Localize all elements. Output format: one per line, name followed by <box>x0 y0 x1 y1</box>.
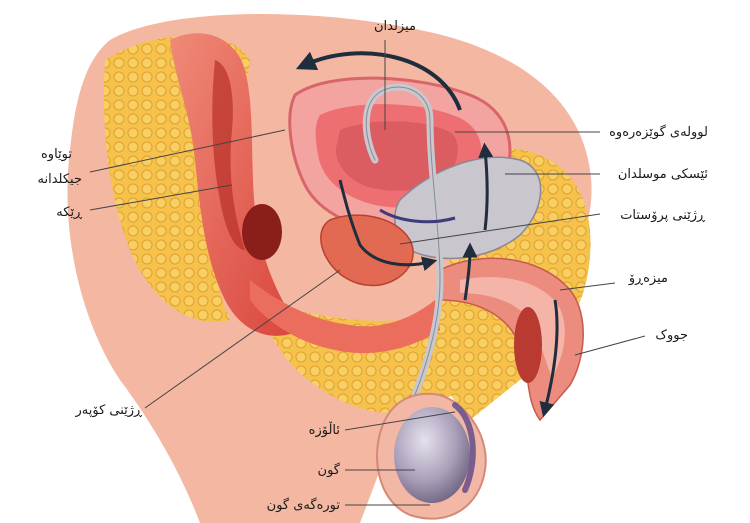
label-scrotum: تورەگەی گون <box>267 497 341 513</box>
label-prostate: ڕژێنی پرۆستات <box>620 208 706 223</box>
label-seminal-left-1: توێاوە <box>41 147 72 162</box>
label-urethra: میزەڕۆ <box>628 271 668 286</box>
penis-tip-cavity <box>514 307 542 383</box>
label-penis: جووک <box>655 328 688 343</box>
label-seminal-left-2: جیکلدانە <box>38 172 82 187</box>
label-bulbourethral: ڕژێنی کۆپەر <box>75 403 144 418</box>
label-rectum: ڕێکە <box>56 205 83 220</box>
label-vas-deferens: لوولەی گوێزەرەوە <box>609 124 708 140</box>
label-testis: گون <box>318 462 341 478</box>
label-epididymis: ئاڵۆزە <box>309 421 340 438</box>
testis <box>394 407 470 503</box>
label-bladder: میزلدان <box>374 19 416 34</box>
label-seminal-vesicle: ئێسکی موسلدان <box>618 167 708 182</box>
rectum-opening <box>242 204 282 260</box>
leader-penis <box>575 336 645 355</box>
